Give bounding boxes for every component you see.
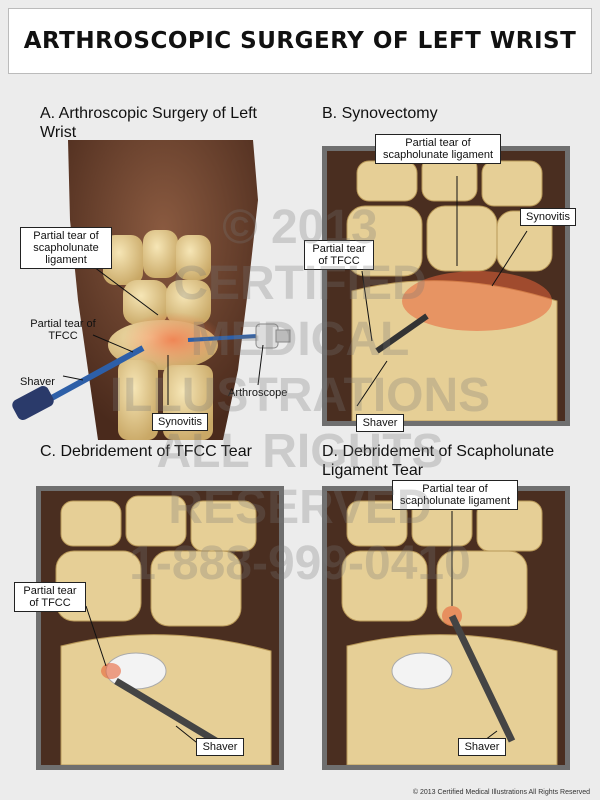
shaver-instrument <box>12 345 145 420</box>
panel-a-illustration <box>12 140 291 440</box>
panel-a-shaver-label: Shaver <box>20 376 55 388</box>
panel-c-illustration <box>55 495 272 765</box>
panel-a-synovitis-label: Synovitis <box>152 413 208 431</box>
panel-d-sl-tear-label: Partial tear of scapholunate ligament <box>392 480 518 510</box>
panel-a-arthroscope-label: Arthroscope <box>228 387 288 399</box>
panel-b-synovitis-area <box>402 271 552 331</box>
panel-a-tfcc-tear-label: Partial tear of TFCC <box>30 318 96 342</box>
panel-b-title: B. Synovectomy <box>322 105 438 122</box>
page-title: ARTHROSCOPIC SURGERY OF LEFT WRIST <box>23 28 577 54</box>
panel-b-frame <box>322 146 570 426</box>
panel-b-illustration <box>346 155 558 421</box>
panel-c-shaver-label: Shaver <box>196 738 244 756</box>
panel-c-title: C. Debridement of TFCC Tear <box>40 443 252 460</box>
panel-d-frame <box>322 486 570 770</box>
panel-b-synovitis-label: Synovitis <box>520 208 576 226</box>
panel-d-illustration <box>341 495 558 765</box>
arthroscope-instrument <box>187 323 291 349</box>
title-bar: ARTHROSCOPIC SURGERY OF LEFT WRIST <box>8 8 592 74</box>
copyright-notice: © 2013 Certified Medical Illustrations A… <box>412 789 590 796</box>
panel-c-tfcc-tear-label: Partial tear of TFCC <box>14 582 86 612</box>
panel-b-tfcc-tear-label: Partial tear of TFCC <box>304 240 374 270</box>
panel-a-title: A. Arthroscopic Surgery of Left Wrist <box>40 105 257 141</box>
synovitis-area <box>123 312 223 368</box>
panel-d-title: D. Debridement of Scapholunate Ligament … <box>322 443 555 479</box>
panel-d-shaver-label: Shaver <box>458 738 506 756</box>
panel-b-sl-tear-label: Partial tear of scapholunate ligament <box>375 134 501 164</box>
panel-a-sl-tear-label: Partial tear of scapholunate ligament <box>20 227 112 269</box>
panel-b-shaver-label: Shaver <box>356 414 404 432</box>
panel-c-frame <box>36 486 284 770</box>
